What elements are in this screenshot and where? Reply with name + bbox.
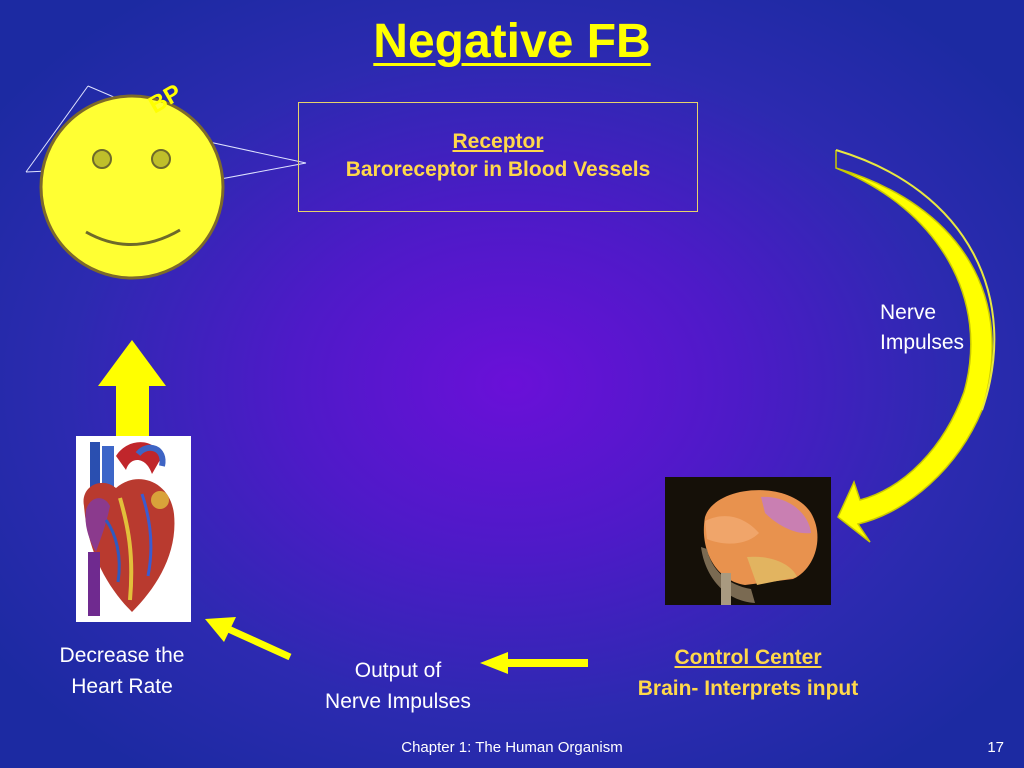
output-label: Output of Nerve Impulses [300, 655, 496, 717]
receptor-detail: Baroreceptor in Blood Vessels [345, 158, 651, 181]
effector-line1: Decrease the [59, 644, 185, 667]
control-center-detail: Brain- Interprets input [637, 677, 859, 700]
heart-photo [76, 436, 191, 622]
arrow-up-icon [98, 340, 166, 438]
receptor-heading: Receptor [452, 130, 544, 153]
nerve-impulses-line1: Nerve [880, 301, 937, 324]
brain-photo [665, 477, 831, 605]
effector-label: Decrease the Heart Rate [36, 640, 208, 702]
nerve-impulses-line2: Impulses [880, 331, 965, 354]
effector-line2: Heart Rate [71, 675, 173, 698]
receptor-box: Receptor Baroreceptor in Blood Vessels [298, 102, 698, 212]
output-line1: Output of [354, 659, 442, 682]
page-title: Negative FB [373, 15, 651, 68]
nerve-impulses-label: Nerve Impulses [880, 298, 964, 358]
curved-arrow-icon [835, 149, 996, 543]
control-center-label: Control Center Brain- Interprets input [600, 642, 896, 704]
page-number: 17 [987, 739, 1004, 756]
footer-chapter: Chapter 1: The Human Organism [401, 739, 623, 756]
arrow-left-icon [480, 652, 588, 674]
arrow-diagonal-icon [205, 617, 292, 661]
smiley-face-icon [39, 94, 225, 280]
output-line2: Nerve Impulses [325, 690, 471, 713]
control-center-heading: Control Center [674, 646, 822, 669]
